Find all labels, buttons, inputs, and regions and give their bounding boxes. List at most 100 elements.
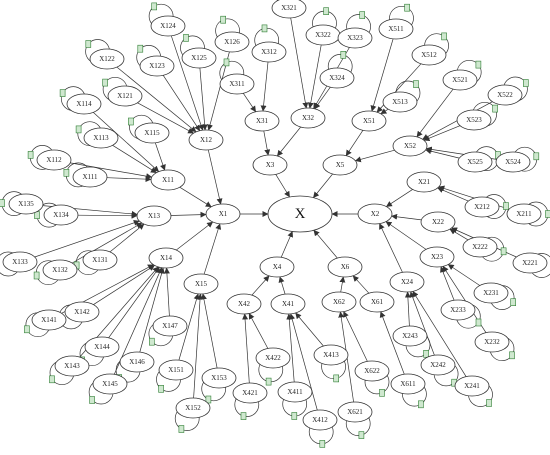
edge-x123-to-x12 <box>162 75 201 132</box>
loop-marker-x113 <box>75 125 82 134</box>
edge-x125-to-x12 <box>199 67 208 131</box>
node-label-x231: X231 <box>483 289 499 297</box>
edge-x21-to-x2 <box>385 189 413 207</box>
node-shape-x212 <box>464 196 500 218</box>
node-label-x113: X113 <box>93 134 109 142</box>
node-x145: X145 <box>92 373 128 395</box>
edge-x146-to-x14 <box>139 267 165 353</box>
loop-marker-x114 <box>59 89 66 97</box>
loop-marker-x147 <box>149 337 155 346</box>
node-x211: X211 <box>506 203 542 225</box>
node-x522: X522 <box>487 84 523 106</box>
edge-x241-to-x24 <box>412 290 467 377</box>
edge-x4-to-x <box>280 231 293 258</box>
node-label-x523: X523 <box>466 116 482 124</box>
edge-x311-to-x31 <box>243 93 256 113</box>
node-shape-x2 <box>357 203 393 225</box>
edge-x144-to-x14 <box>108 266 160 339</box>
node-shape-x522 <box>487 84 523 106</box>
node-x125: X125 <box>181 47 217 69</box>
node-x24: X24 <box>389 271 425 293</box>
edge-x242-to-x24 <box>409 291 435 356</box>
node-shape-x61 <box>359 291 395 313</box>
node-shape-x231 <box>473 282 509 304</box>
node-x231: X231 <box>473 282 509 304</box>
node-x233: X233 <box>440 299 476 321</box>
node-label-x62: X62 <box>333 298 346 306</box>
edge-x11-to-x1 <box>179 186 212 208</box>
loop-marker-x243 <box>423 349 429 358</box>
node-label-x13: X13 <box>148 212 161 220</box>
node-shape-x31 <box>244 110 280 132</box>
node-shape-x141 <box>31 309 67 331</box>
node-x141: X141 <box>31 309 67 331</box>
loop-marker-x411 <box>291 412 298 420</box>
node-x524: X524 <box>495 151 531 173</box>
node-shape-x146 <box>119 351 155 373</box>
node-x14: X14 <box>148 247 184 269</box>
edge-x322-to-x32 <box>307 44 322 109</box>
loop-marker-x111 <box>63 169 70 177</box>
node-shape-x134 <box>43 204 79 226</box>
node-shape-x11 <box>150 169 186 191</box>
node-label-x521: X521 <box>452 76 468 84</box>
node-shape-x52 <box>392 135 428 157</box>
edge-x133-to-x13 <box>34 219 140 258</box>
loop-marker-x112 <box>27 151 34 159</box>
edge-x122-to-x12 <box>116 66 197 133</box>
node-label-x152: X152 <box>185 404 201 412</box>
node-x412: X412 <box>302 409 338 431</box>
node-shape-x525 <box>457 151 493 173</box>
loop-marker-x123 <box>137 44 144 53</box>
node-shape-x15 <box>183 273 219 295</box>
node-x212: X212 <box>464 196 500 218</box>
node-x243: X243 <box>392 325 428 347</box>
node-shape-x622 <box>354 360 390 382</box>
node-shape-x <box>267 195 333 233</box>
node-label-x622: X622 <box>364 367 380 375</box>
node-label-x52: X52 <box>404 142 417 150</box>
node-x413: X413 <box>313 344 349 366</box>
node-shape-x143 <box>54 355 90 377</box>
node-label-x21: X21 <box>418 178 431 186</box>
node-shape-x121 <box>107 85 143 107</box>
loop-marker-x413 <box>333 374 340 383</box>
node-shape-x147 <box>152 315 188 337</box>
loop-marker-x124 <box>151 2 157 11</box>
edge-x243-to-x24 <box>404 291 411 327</box>
node-label-x413: X413 <box>323 351 339 359</box>
node-shape-x422 <box>255 347 291 369</box>
node-shape-x113 <box>83 127 119 149</box>
edge-x113-to-x11 <box>112 145 157 173</box>
node-label-x421: X421 <box>242 389 258 397</box>
edge-x32-to-x3 <box>276 126 301 157</box>
node-label-x112: X112 <box>46 156 62 164</box>
edge-x12-to-x1 <box>207 149 223 205</box>
node-x121: X121 <box>107 85 143 107</box>
node-x31: X31 <box>244 110 280 132</box>
node-x115: X115 <box>134 122 170 144</box>
edge-x15-to-x1 <box>203 223 222 275</box>
node-label-x321: X321 <box>281 4 297 12</box>
node-shape-x243 <box>392 325 428 347</box>
node-shape-x421 <box>232 382 268 404</box>
edge-x134-to-x13 <box>77 212 138 219</box>
node-label-x114: X114 <box>76 100 92 108</box>
node-shape-x122 <box>89 48 125 70</box>
node-x112: X112 <box>36 149 72 171</box>
edge-x212-to-x21 <box>437 187 469 202</box>
node-x512: X512 <box>411 44 447 66</box>
node-x6: X6 <box>327 256 363 278</box>
node-shape-x413 <box>313 344 349 366</box>
edge-x411-to-x41 <box>286 313 295 383</box>
node-shape-x24 <box>389 271 425 293</box>
node-x152: X152 <box>175 397 211 419</box>
node-x147: X147 <box>152 315 188 337</box>
node-x126: X126 <box>214 31 250 53</box>
node-label-x324: X324 <box>329 74 345 82</box>
edge-x52-to-x5 <box>354 149 395 163</box>
node-shape-x1 <box>205 203 241 225</box>
node-shape-x524 <box>495 151 531 173</box>
node-label-x243: X243 <box>402 332 418 340</box>
loop-marker-x212 <box>503 202 509 210</box>
